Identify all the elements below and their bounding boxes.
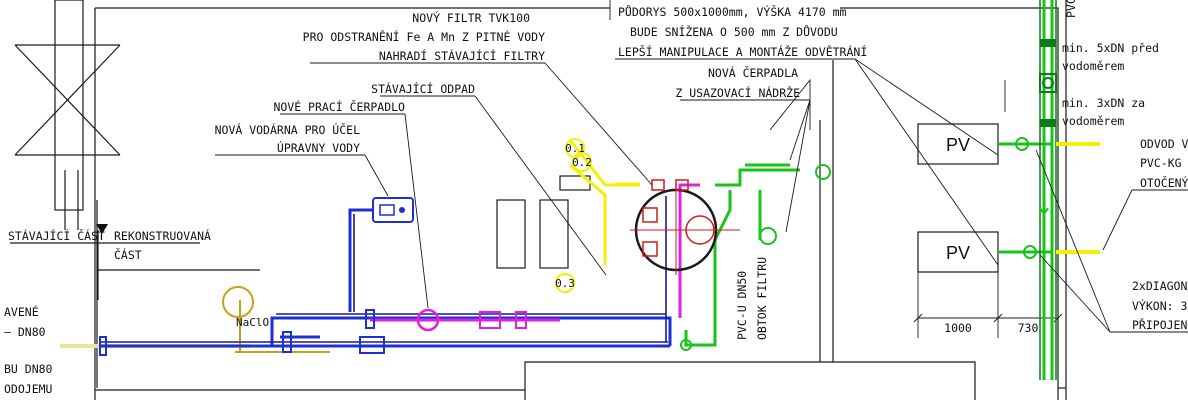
filter-label-line2: PRO ODSTRANĚNÍ Fe A Mn Z PITNÉ VODY bbox=[303, 29, 545, 44]
bubble-03: 0.3 bbox=[555, 277, 575, 290]
naclo-dosing-tank bbox=[222, 286, 254, 318]
bypass-label-line2: OBTOK FILTRU bbox=[755, 257, 769, 340]
filter-label-line1: NOVÝ FILTR TVK100 bbox=[412, 10, 530, 25]
bypass-label-line1: PVC-U DN50 bbox=[735, 271, 749, 340]
naclo-label: NaClO bbox=[236, 316, 269, 329]
bubble-01: 0.1 bbox=[565, 142, 585, 155]
pudorys-line3: LEPŠÍ MANIPULACE A MONTÁŽE ODVĚTRÁNÍ bbox=[618, 44, 867, 59]
plant-label-line1: NOVÁ VODÁRNA PRO ÚČEL bbox=[215, 122, 360, 137]
existing-part-label: STÁVAJÍCÍ ČÁST bbox=[8, 228, 105, 243]
pressure-vessel-top: PV bbox=[917, 123, 999, 165]
rekon-label-line1: REKONSTRUOVANÁ bbox=[114, 228, 211, 243]
left-top-label-line1: AVENÉ bbox=[4, 304, 39, 319]
meter-before-line1: min. 5xDN před bbox=[1062, 41, 1159, 55]
diag-label-line3: PŘIPOJENÍ bbox=[1132, 317, 1188, 332]
left-top-label-line2: – DN80 bbox=[4, 325, 46, 339]
flow-arrow-icon bbox=[1039, 190, 1049, 216]
plant-label-line2: ÚPRAVNY VODY bbox=[277, 140, 360, 155]
wash-pump bbox=[416, 308, 527, 332]
pipe-wash bbox=[370, 183, 700, 322]
backwash-bubbles: 0.1 0.2 0.3 bbox=[555, 138, 592, 293]
outlet-label-line3: OTOČENÝ bbox=[1140, 175, 1188, 190]
sed-pump-line2: Z USAZOVACÍ NÁDRŽE bbox=[675, 85, 800, 100]
water-meters bbox=[1039, 39, 1057, 127]
dimension-730: 730 bbox=[1018, 321, 1039, 335]
pv-bottom-label: PV bbox=[946, 243, 970, 263]
pump-label: NOVÉ PRACÍ ČERPADLO bbox=[273, 99, 405, 114]
meter-after-line2: vodoměrem bbox=[1062, 114, 1124, 128]
pressure-vessel-bottom: PV bbox=[917, 231, 999, 273]
dimension-lines: 1000 730 bbox=[913, 272, 1063, 338]
sed-pump-line1: NOVÁ ČERPADLA bbox=[708, 65, 798, 80]
pipe-treated-dark bbox=[1039, 0, 1057, 380]
odpad-label: STÁVAJÍCÍ ODPAD bbox=[371, 81, 475, 96]
pudorys-line2: BUDE SNÍŽENA O 500 mm Z DŮVODU bbox=[630, 24, 838, 39]
ventilation-fan-icon bbox=[14, 0, 121, 211]
pudorys-line1: PŮDORYS 500x1000mm, VÝŠKA 4170 mm bbox=[618, 4, 847, 19]
building-walls bbox=[10, 0, 1067, 400]
pvc-vertical-label: PVC bbox=[1064, 0, 1078, 18]
rekon-label-line2: ČÁST bbox=[114, 247, 142, 262]
dosing-control-box bbox=[372, 197, 414, 223]
outlet-label-line2: PVC-KG bbox=[1140, 156, 1182, 170]
diag-label-line1: 2xDIAGONÁ bbox=[1132, 278, 1188, 293]
outlet-label-line1: ODVOD V bbox=[1140, 137, 1188, 151]
left-bottom-label-line2: ODOJEMU bbox=[4, 382, 53, 396]
outlet-pipes bbox=[1056, 142, 1100, 254]
meter-before-line2: vodoměrem bbox=[1062, 59, 1124, 73]
pv-top-label: PV bbox=[946, 135, 970, 155]
meter-after-line1: min. 3xDN za bbox=[1062, 96, 1145, 110]
new-filter-vessel bbox=[630, 179, 740, 275]
diag-label-line2: VÝKON: 30 bbox=[1132, 298, 1188, 313]
dimension-1000: 1000 bbox=[944, 321, 972, 335]
main-line-valves bbox=[99, 309, 385, 356]
bubble-02: 0.2 bbox=[572, 156, 592, 169]
outlet-valves bbox=[680, 137, 1037, 351]
filter-label-line3: NAHRADÍ STÁVAJÍCÍ FILTRY bbox=[379, 48, 545, 63]
left-bottom-label-line1: BU DN80 bbox=[4, 362, 53, 376]
